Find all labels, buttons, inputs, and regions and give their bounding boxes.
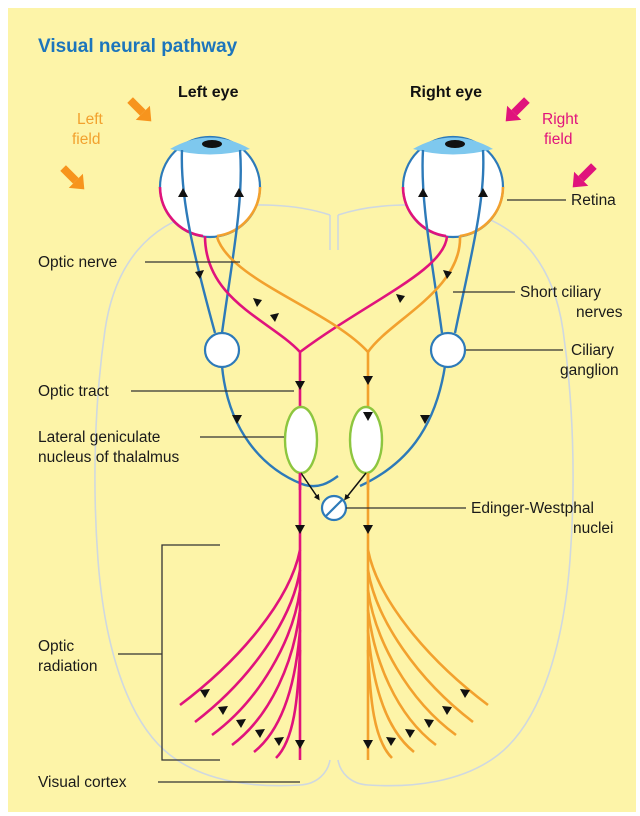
left-eye-label: Left eye: [178, 84, 239, 101]
left-eye-pupil: [202, 140, 222, 148]
optic-nerves: [205, 236, 460, 490]
optic-radiation-label-line2: radiation: [38, 658, 97, 675]
right-eye: [403, 137, 503, 237]
right-ciliary-ganglion: [431, 333, 465, 367]
retina-label: Retina: [571, 192, 616, 209]
lgn-label-line2: nucleus of thalalmus: [38, 449, 180, 466]
left-ciliary-ganglion: [205, 333, 239, 367]
optic-radiation-label-line1: Optic: [38, 638, 74, 655]
left-optic-radiation: [180, 550, 300, 758]
edinger-westphal-nuclei: [322, 496, 346, 520]
short-ciliary-nerves-label-line1: Short ciliary: [520, 284, 601, 301]
right-optic-radiation: [368, 550, 488, 758]
left-lateral-geniculate-nucleus: [285, 407, 317, 473]
ciliary-ganglion-label-line1: Ciliary: [571, 342, 614, 359]
left-field-arrow-lower: [56, 161, 91, 196]
right-field-arrow-lower: [566, 159, 601, 194]
edinger-westphal-label-line1: Edinger-Westphal: [471, 500, 594, 517]
leader-lines: [118, 200, 566, 782]
optic-tract-label: Optic tract: [38, 383, 109, 400]
right-field-label-line1: Right: [542, 111, 579, 128]
ciliary-ganglion-label-line2: ganglion: [560, 362, 619, 379]
right-field-label-line2: field: [544, 131, 572, 148]
right-field-arrow-upper: [499, 93, 534, 128]
visual-cortex-label: Visual cortex: [38, 774, 127, 791]
left-field-label-line1: Left: [77, 111, 104, 128]
short-ciliary-nerves-label-line2: nerves: [576, 304, 623, 321]
left-field-arrow-upper: [123, 93, 158, 128]
right-eye-label: Right eye: [410, 84, 482, 101]
edinger-westphal-label-line2: nuclei: [573, 520, 614, 537]
optic-nerve-label: Optic nerve: [38, 254, 117, 271]
right-eye-pupil: [445, 140, 465, 148]
left-eye: [160, 137, 260, 237]
lgn-label-line1: Lateral geniculate: [38, 429, 160, 446]
diagram-title: Visual neural pathway: [38, 36, 238, 57]
left-field-label-line2: field: [72, 131, 100, 148]
